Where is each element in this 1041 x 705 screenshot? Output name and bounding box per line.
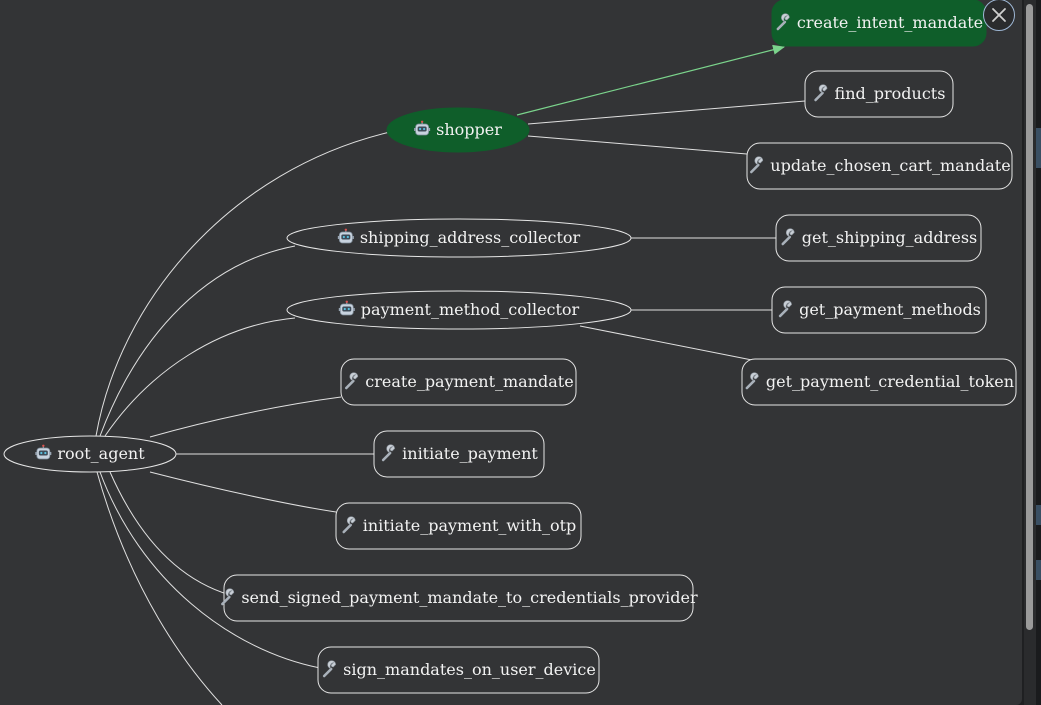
node-shape xyxy=(3,435,177,473)
tool-node-find_products[interactable]: find_products xyxy=(804,70,954,118)
node-label: find_products xyxy=(835,84,946,103)
node-label: update_chosen_cart_mandate xyxy=(770,156,1010,175)
agent-node-shipping_address_collector[interactable]: shipping_address_collector xyxy=(286,218,632,258)
nodes-layer: root_agent shopper shipping_address_collec… xyxy=(3,0,1017,694)
background-page-strip xyxy=(1036,0,1041,705)
edge-root_agent-shipping_address_collector xyxy=(99,245,296,437)
tool-node-sign_mandates_on_user_device[interactable]: sign_mandates_on_user_device xyxy=(317,646,600,694)
robot-icon xyxy=(35,444,52,460)
node-shape xyxy=(775,214,982,262)
node-label: initiate_payment_with_otp xyxy=(363,516,577,535)
agent-node-root_agent[interactable]: root_agent xyxy=(3,435,177,473)
node-shape xyxy=(746,142,1013,190)
background-log-text xyxy=(0,699,300,705)
node-shape xyxy=(223,574,694,622)
scrollbar-thumb[interactable] xyxy=(1026,4,1033,630)
tool-node-get_payment_credential_token[interactable]: get_payment_credential_token xyxy=(741,358,1017,406)
tool-node-send_signed_payment_mandate_to_credentials_provider[interactable]: send_signed_payment_mandate_to_credentia… xyxy=(221,574,698,622)
close-button[interactable] xyxy=(983,0,1015,31)
edge-payment_method_collector-get_payment_credential_token xyxy=(579,325,753,361)
wrench-icon xyxy=(322,660,336,678)
agent-node-shopper[interactable]: shopper xyxy=(386,107,530,153)
edge-shopper-create_intent_mandate xyxy=(516,44,785,116)
robot-icon xyxy=(337,228,354,244)
node-label: create_payment_mandate xyxy=(365,372,573,391)
close-icon xyxy=(992,8,1006,22)
node-shape xyxy=(340,358,577,406)
node-label: initiate_payment xyxy=(402,444,538,463)
wrench-icon xyxy=(221,588,235,606)
wrench-icon xyxy=(344,372,359,390)
node-label: root_agent xyxy=(57,444,145,463)
wrench-icon xyxy=(781,228,795,246)
wrench-icon xyxy=(342,516,356,534)
node-shape xyxy=(335,502,582,550)
edge-root_agent-payment_method_collector xyxy=(104,317,296,437)
node-shape xyxy=(317,646,600,694)
node-label: shipping_address_collector xyxy=(360,228,581,247)
wrench-icon xyxy=(814,84,828,102)
tool-node-create_payment_mandate[interactable]: create_payment_mandate xyxy=(340,358,577,406)
node-label: get_payment_credential_token xyxy=(766,372,1014,391)
tool-node-initiate_payment_with_otp[interactable]: initiate_payment_with_otp xyxy=(335,502,582,550)
tool-node-update_chosen_cart_mandate[interactable]: update_chosen_cart_mandate xyxy=(746,142,1013,190)
node-shape xyxy=(804,70,954,118)
wrench-icon xyxy=(381,444,395,462)
node-label: get_payment_methods xyxy=(799,300,981,319)
edges-layer xyxy=(95,44,806,705)
edge-shopper-update_chosen_cart_mandate xyxy=(527,135,748,155)
node-shape xyxy=(771,286,987,334)
node-shape xyxy=(286,290,632,330)
tool-node-create_intent_mandate[interactable]: create_intent_mandate xyxy=(771,0,987,47)
edge-root_agent-send_signed_payment_mandate_to_credentials_provider xyxy=(109,471,231,596)
tool-node-get_shipping_address[interactable]: get_shipping_address xyxy=(775,214,982,262)
node-label: create_intent_mandate xyxy=(797,13,983,32)
edge-shopper-find_products xyxy=(527,100,806,125)
edge-root_agent-create_payment_mandate xyxy=(149,396,342,438)
wrench-icon xyxy=(750,156,764,174)
tool-node-initiate_payment[interactable]: initiate_payment xyxy=(373,430,545,478)
node-shape xyxy=(286,218,632,258)
wrench-icon xyxy=(776,13,790,31)
node-label: get_shipping_address xyxy=(802,228,977,247)
node-shape xyxy=(741,358,1017,406)
robot-icon xyxy=(414,120,431,136)
node-label: shopper xyxy=(436,120,502,139)
robot-icon xyxy=(338,300,355,316)
node-shape xyxy=(373,430,545,478)
node-shape xyxy=(386,107,530,153)
node-label: sign_mandates_on_user_device xyxy=(343,660,596,679)
edge-root_agent-shopper xyxy=(95,131,391,437)
edge-root_agent-offscreen xyxy=(96,471,223,705)
node-label: send_signed_payment_mandate_to_credentia… xyxy=(241,588,698,607)
node-label: payment_method_collector xyxy=(361,300,580,319)
edge-root_agent-initiate_payment_with_otp xyxy=(149,471,337,513)
wrench-icon xyxy=(778,300,792,318)
agent-node-payment_method_collector[interactable]: payment_method_collector xyxy=(286,290,632,330)
tool-node-get_payment_methods[interactable]: get_payment_methods xyxy=(771,286,987,334)
edge-root_agent-sign_mandates_on_user_device xyxy=(99,471,321,669)
wrench-icon xyxy=(745,372,759,390)
